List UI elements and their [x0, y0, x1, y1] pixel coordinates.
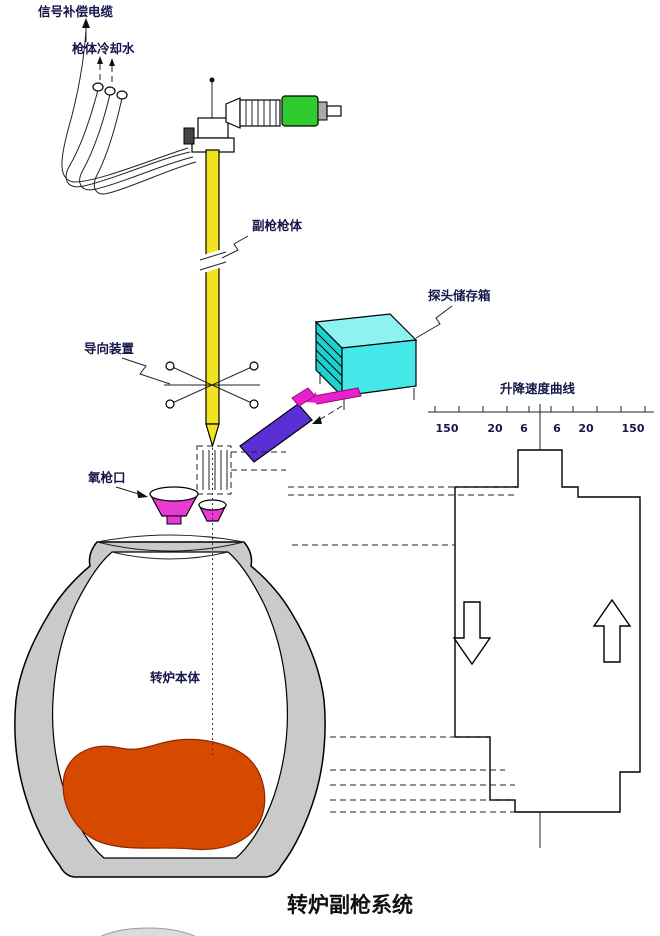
bellows-housing	[239, 99, 281, 127]
probe-holder-outline	[196, 445, 232, 495]
hose-end-3	[116, 90, 128, 100]
funnel-large-stem	[166, 515, 182, 525]
scale-6-right: 6	[553, 422, 561, 435]
probe-holder-bars	[202, 450, 228, 490]
funnel-large-rim	[149, 486, 199, 502]
signal-cable-arrowhead-icon	[82, 18, 90, 28]
probe-storage-box	[306, 305, 453, 424]
scale-150-right: 150	[622, 422, 645, 435]
cooling-hose-1	[65, 89, 191, 188]
coupling-taper	[225, 97, 241, 129]
label-lance-body: 副枪枪体	[252, 218, 303, 233]
bellows-ribs	[245, 100, 277, 126]
cropped-shape-bottom-left	[100, 927, 196, 936]
label-speed-curve: 升降速度曲线	[500, 381, 576, 396]
level-connector-lines	[288, 486, 518, 813]
guide-roller-2	[249, 399, 259, 409]
speed-axis-ticks	[434, 406, 646, 412]
probe-transfer-arrowhead-icon	[312, 416, 322, 424]
box-front-face	[341, 339, 417, 397]
probe-chute	[196, 387, 316, 495]
motor-connector	[326, 105, 342, 117]
furnace-mouth-front-rim	[96, 541, 245, 552]
oxygen-lance-port	[115, 486, 227, 525]
lance-drive-assembly	[183, 77, 342, 153]
lance-break-line-2	[199, 261, 227, 271]
guide-label-leader	[121, 357, 171, 385]
arrow-up-icon	[592, 598, 632, 663]
rod-tip	[209, 77, 215, 83]
furnace-mouth-inner-rim	[111, 551, 229, 560]
scale-20-left: 20	[487, 422, 503, 435]
motor-end-cap	[317, 101, 328, 121]
box-label-leader	[415, 305, 453, 339]
lance-tip	[205, 423, 220, 449]
arrow-down-icon	[452, 601, 492, 666]
converter-furnace	[14, 448, 326, 878]
sublance	[199, 149, 249, 449]
guide-device	[121, 357, 260, 409]
label-cooling-water: 枪体冷却水	[72, 41, 135, 56]
diagram-labels: 信号补偿电缆 枪体冷却水 副枪枪体 探头储存箱 导向装置 氧枪口 转炉本体 升降…	[38, 4, 576, 917]
scale-20-right: 20	[578, 422, 594, 435]
cable-clamp	[183, 127, 195, 145]
page-title: 转炉副枪系统	[287, 893, 413, 917]
guide-roller-1	[165, 361, 175, 371]
label-probe-box: 探头储存箱	[428, 288, 491, 303]
water-arrowhead-1-icon	[97, 56, 103, 64]
label-guide-device: 导向装置	[84, 341, 135, 356]
cooling-hose-3	[93, 97, 197, 195]
scale-6-left: 6	[520, 422, 528, 435]
label-converter-body: 转炉本体	[150, 670, 201, 685]
guide-roller-4	[249, 361, 259, 371]
speed-curve-panel: 150 20 6 6 20 150	[428, 404, 654, 848]
lance-label-leader	[221, 235, 249, 259]
scale-150-left: 150	[436, 422, 459, 435]
box-rack-slats	[315, 331, 343, 386]
label-oxygen-port: 氧枪口	[87, 470, 126, 485]
speed-profile	[454, 449, 641, 813]
oxygen-leader-arrowhead-icon	[137, 490, 148, 498]
drive-motor	[281, 95, 319, 127]
hose-end-1	[92, 82, 104, 92]
lance-head-block	[197, 117, 229, 139]
label-signal-cable: 信号补偿电缆	[38, 4, 114, 19]
water-arrowhead-2-icon	[109, 58, 115, 66]
lance-break-line-1	[199, 251, 227, 261]
molten-steel-pool	[62, 738, 266, 851]
furnace-mouth-back-rim	[96, 534, 245, 543]
signal-cable	[61, 29, 189, 183]
hose-end-2	[104, 86, 116, 96]
probe-in-chute	[291, 387, 316, 407]
guide-roller-3	[165, 399, 175, 409]
chute-body	[239, 403, 313, 463]
cable-assembly	[61, 18, 197, 195]
cooling-hose-2	[79, 93, 194, 191]
